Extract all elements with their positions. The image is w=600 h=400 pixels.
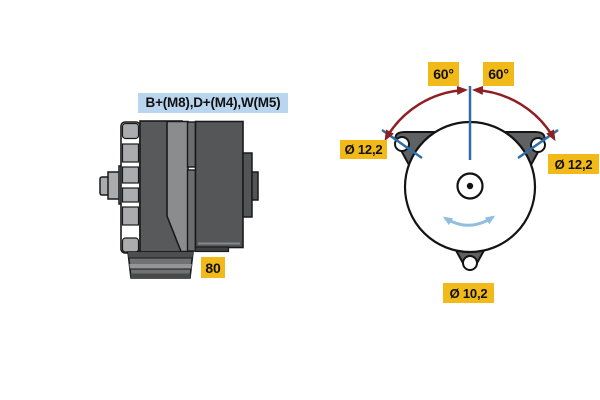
hole-diameter-label-right: Ø 12,2 <box>548 154 599 174</box>
side-view-alternator <box>99 120 259 279</box>
rear-housing <box>194 120 244 253</box>
housing-strip-lower <box>186 169 197 252</box>
hole-diameter-label-left: Ø 12,2 <box>340 140 387 159</box>
terminals-label: B+(M8),D+(M4),W(M5) <box>138 93 288 113</box>
housing-strip-upper <box>186 121 197 168</box>
drive-end-vent-column <box>120 121 141 254</box>
angle-label-left: 60° <box>428 62 459 86</box>
rear-bearing-protrusion <box>242 152 259 218</box>
front-view-mounting-flange <box>381 85 559 271</box>
angle-arrow-left <box>384 85 468 142</box>
mounting-hole-bottom <box>462 255 478 271</box>
angle-label-right: 60° <box>483 62 514 86</box>
hole-diameter-label-bottom: Ø 10,2 <box>443 283 494 303</box>
shaft-center-mark <box>456 172 484 200</box>
angle-arrow-right <box>472 85 556 142</box>
mounting-foot <box>127 251 194 279</box>
foot-width-label: 80 <box>201 257 225 278</box>
rotation-arrow <box>442 215 496 227</box>
